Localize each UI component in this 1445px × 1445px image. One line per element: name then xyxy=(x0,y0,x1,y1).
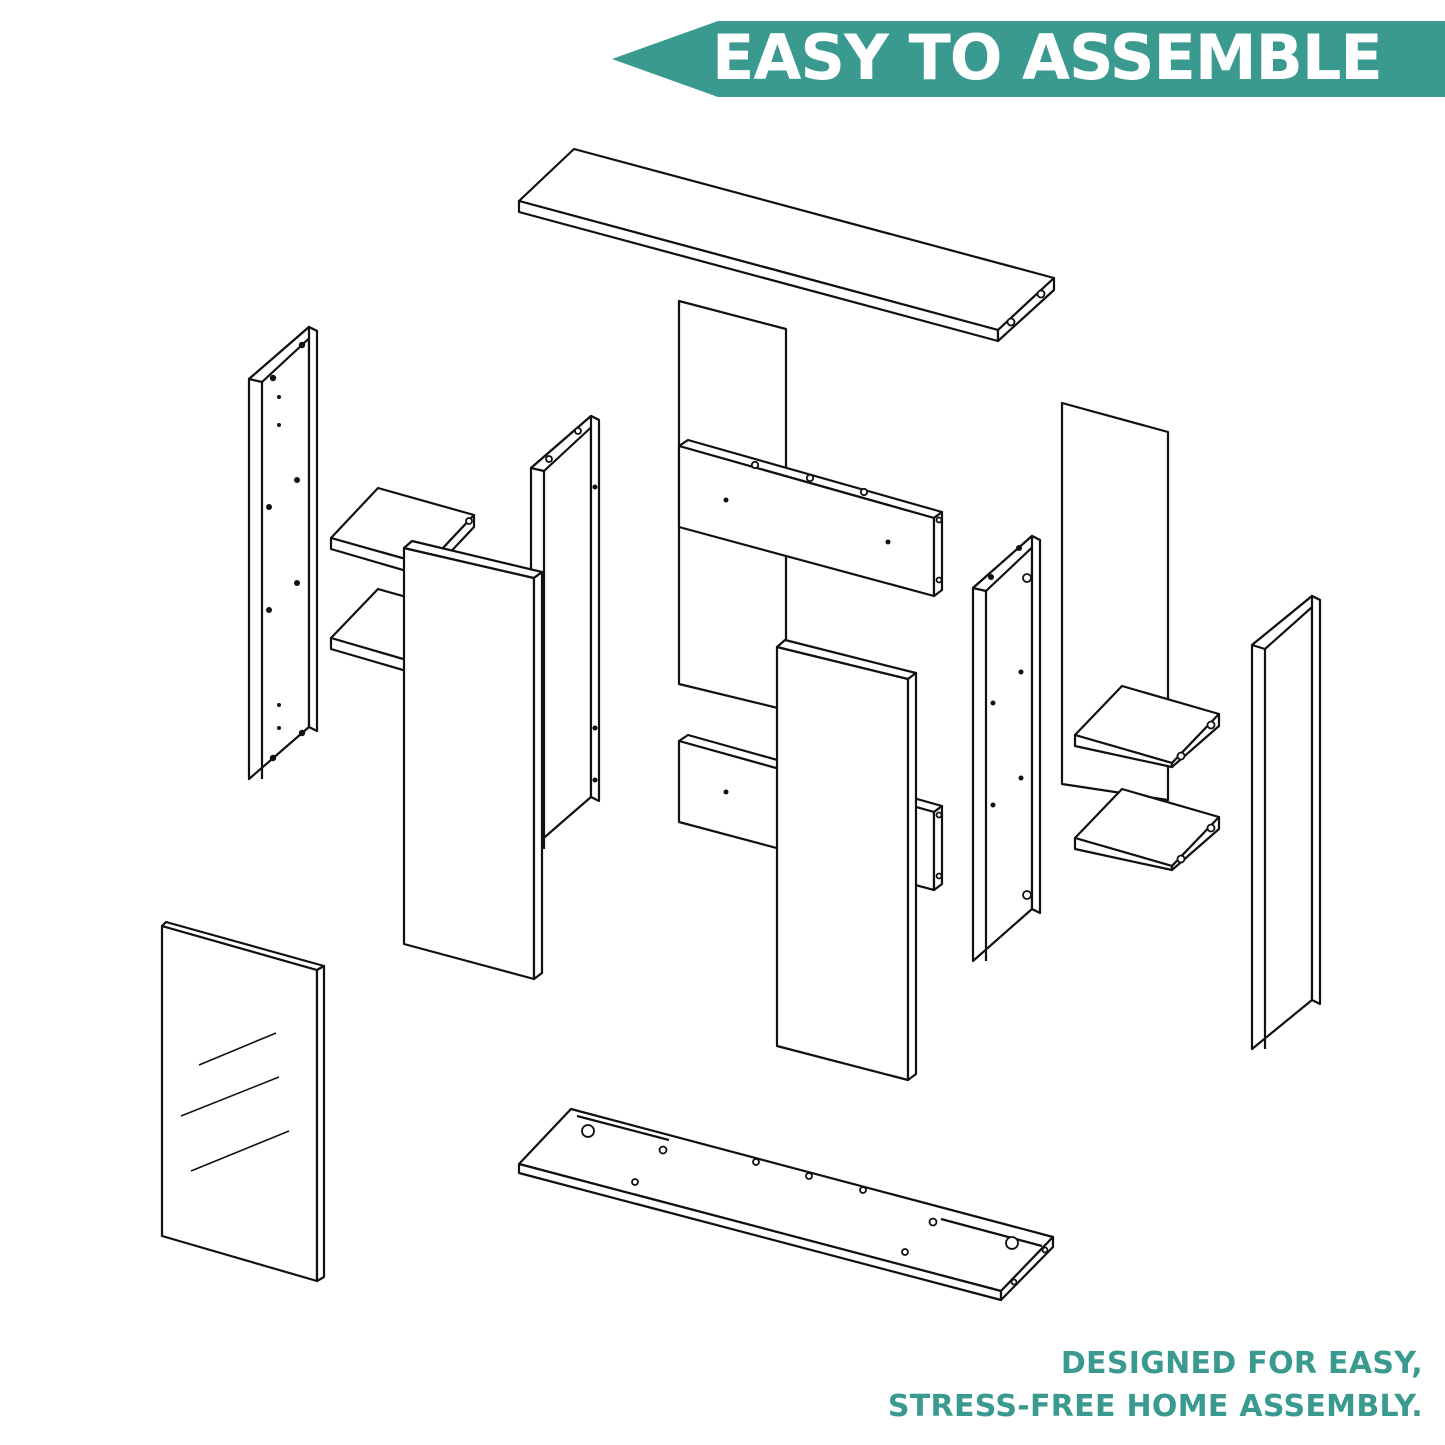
tagline-line-2: STRESS-FREE HOME ASSEMBLY. xyxy=(887,1389,1423,1424)
top-board xyxy=(517,147,1056,343)
tagline-line-1: DESIGNED FOR EASY, xyxy=(1060,1346,1423,1381)
bottom-board xyxy=(517,1107,1055,1302)
banner-title: EASY TO ASSEMBLE xyxy=(712,21,1383,94)
center-upper-rail xyxy=(677,438,944,598)
far-right-side-panel xyxy=(1250,594,1322,1051)
header-banner xyxy=(612,21,1445,97)
right-shelf-lower xyxy=(1073,787,1221,872)
left-door-panel xyxy=(402,539,544,981)
banner-arrow-shape xyxy=(612,21,1445,97)
right-shelf-upper xyxy=(1073,684,1221,769)
glass-door-panel xyxy=(160,920,326,1283)
center-door-panel xyxy=(775,638,918,1082)
right-side-panel xyxy=(971,534,1042,963)
tagline: DESIGNED FOR EASY, STRESS-FREE HOME ASSE… xyxy=(723,1342,1423,1428)
left-side-panel xyxy=(247,325,319,781)
left-back-panel xyxy=(529,414,601,851)
